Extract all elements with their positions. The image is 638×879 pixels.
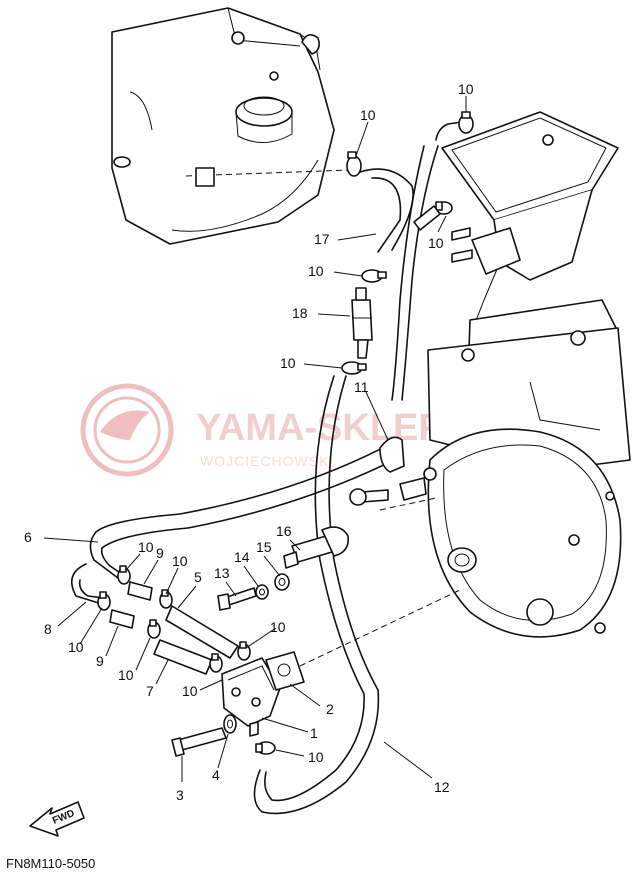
clamp-icon [341,361,367,375]
callout-10: 10 [68,639,84,655]
callout-10: 10 [172,553,188,569]
callout-10: 10 [138,539,154,555]
diagram-code: FN8M110-5050 [6,856,95,871]
callout-13: 13 [214,565,230,581]
leader-lines [43,96,467,782]
callout-15: 15 [256,539,272,555]
fuel-filter [351,287,373,359]
callout-10: 10 [458,81,474,97]
callout-1: 1 [310,725,318,741]
callout-2: 2 [326,701,334,717]
fuel-hoses [70,121,463,815]
hose-7 [153,639,213,675]
callout-10: 10 [118,667,134,683]
callout-8: 8 [44,621,52,637]
fwd-arrow-icon: FWD [29,801,85,837]
callout-18: 18 [292,305,308,321]
clamp-icon [255,741,276,755]
hose-12 [253,375,380,815]
clamp-icon [458,111,474,134]
hose-6 [95,441,395,533]
clamp-icon [97,591,111,611]
watermark-logo-icon [80,383,174,477]
callout-6: 6 [24,529,32,545]
callout-9: 9 [156,545,164,561]
clamp-icon [147,619,161,639]
clamp-icon [117,565,131,585]
callout-3: 3 [176,787,184,803]
fuel-pump [221,651,305,737]
callout-14: 14 [234,549,250,565]
watermark-subtitle: WOJCIECHOWSKI [200,453,334,469]
hose-8 [70,563,103,605]
callout-10: 10 [270,619,286,635]
callout-5: 5 [194,569,202,585]
small-fittings [109,205,473,757]
callout-4: 4 [212,767,220,783]
clamp-icon [209,653,223,673]
callout-10: 10 [280,355,296,371]
callout-10: 10 [182,683,198,699]
clamp-icon [159,589,173,609]
callout-10: 10 [308,263,324,279]
clamp-icon [346,151,362,177]
callout-12: 12 [434,779,450,795]
callout-10: 10 [360,107,376,123]
hose-clamps [97,111,474,755]
hose-5 [165,605,239,659]
fuel-tank [111,7,351,245]
callout-10: 10 [428,235,444,251]
callout-16: 16 [276,523,292,539]
hose-6-elbow [89,531,119,579]
callout-9: 9 [96,653,104,669]
hose-17 [371,177,402,253]
hose-long-right [435,121,463,141]
engine-block [423,111,631,638]
callouts: 10 10 17 10 10 18 10 11 6 16 14 15 13 10… [24,81,474,803]
clamp-icon [361,269,387,283]
callout-11: 11 [354,379,369,395]
callout-17: 17 [314,231,330,247]
callout-10: 10 [308,749,324,765]
clamp-icon [237,641,251,661]
callout-7: 7 [146,683,154,699]
